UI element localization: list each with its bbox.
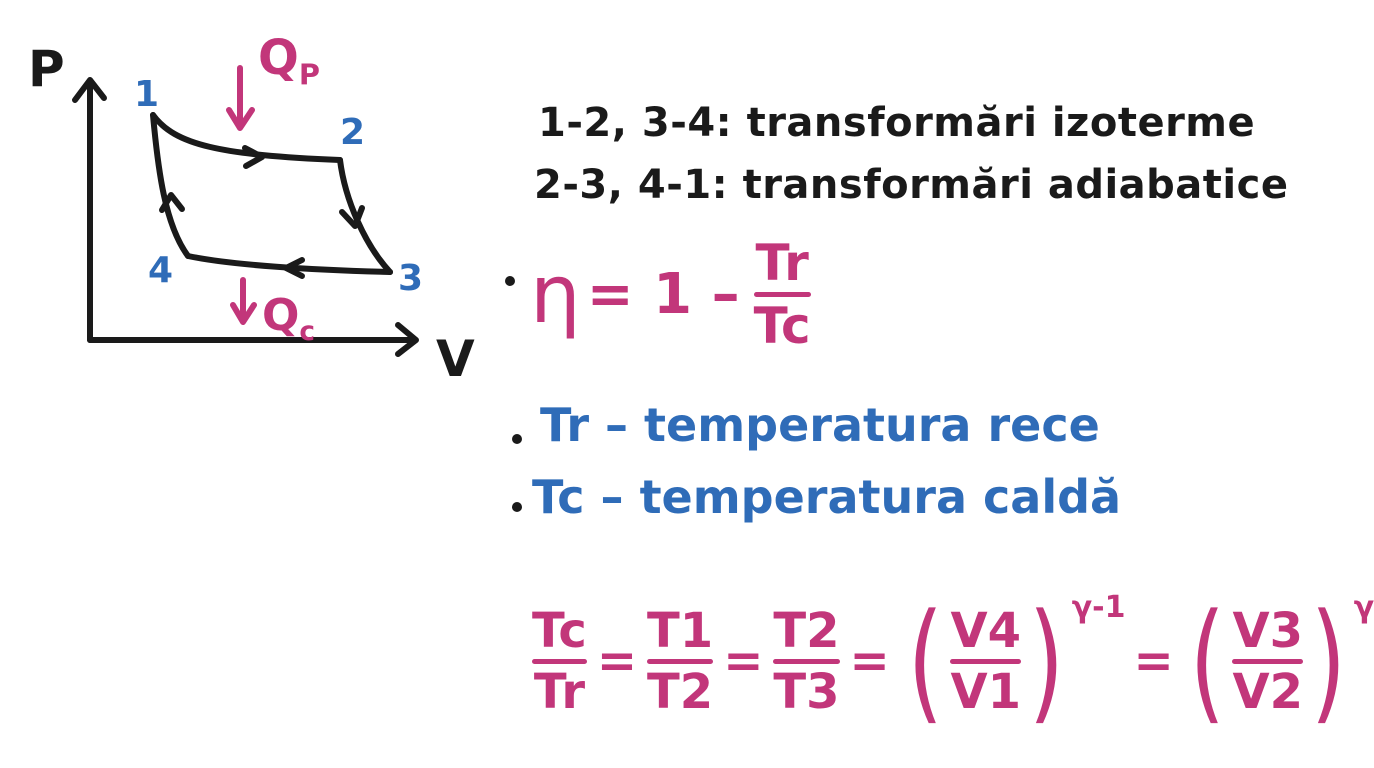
y-axis-arrow: [72, 77, 107, 103]
point-label-1: 1: [134, 74, 160, 115]
frac4-denominator: V1: [950, 663, 1022, 720]
equals-4: =: [1133, 633, 1174, 689]
frac3-denominator: T3: [773, 663, 840, 720]
ratio-equation: Tc Tr = T1 T2 = T2 T3 = ( V4 V1 ) γ-1 = …: [532, 585, 1374, 737]
efficiency-denominator: Tc: [753, 297, 811, 355]
point-label-4: 4: [148, 250, 174, 291]
y-axis-label: P: [28, 40, 65, 98]
carnot-cycle-diagram: [72, 65, 419, 357]
efficiency-numerator: Tr: [755, 234, 809, 292]
exponent-2: γ-1: [1353, 590, 1374, 625]
frac5-denominator: V2: [1232, 663, 1303, 720]
frac3-numerator: T2: [773, 602, 840, 659]
heat-out-label: Qc: [262, 290, 315, 347]
equals-3: =: [849, 633, 890, 689]
eta-symbol: η: [530, 248, 581, 341]
point-label-2: 2: [340, 112, 366, 153]
fraction-t1-t2: T1 T2: [647, 602, 714, 720]
right-paren-2: ): [1310, 585, 1347, 737]
equals-2: =: [723, 633, 764, 689]
exponent-1: γ-1: [1071, 590, 1126, 625]
x-axis-arrow: [395, 322, 419, 357]
fraction-t2-t3: T2 T3: [773, 602, 840, 720]
heat-out-arrow: [230, 277, 257, 325]
frac2-denominator: T2: [647, 663, 714, 720]
fraction-v4-v1: V4 V1: [950, 602, 1022, 720]
arrow-1-2: [242, 145, 265, 169]
axes: [72, 77, 419, 357]
efficiency-fraction-bar: [753, 292, 811, 297]
arrow-4-1: [159, 192, 185, 213]
efficiency-fraction: Tr Tc: [753, 234, 811, 355]
adiabatic-note: 2-3, 4-1: transformări adiabatice: [534, 162, 1289, 208]
equals-1: =: [596, 633, 638, 689]
fraction-v3-v2: V3 V2: [1232, 607, 1303, 716]
isotherm-3-4: [185, 253, 393, 275]
frac2-bar: [647, 658, 714, 664]
bullet-def-2: [512, 502, 522, 512]
definition-hot: Tc – temperatura caldă: [532, 470, 1122, 524]
x-axis-label: V: [436, 330, 475, 388]
point-label-3: 3: [398, 258, 424, 299]
heat-out-symbol: Q: [262, 290, 300, 341]
cycle-path: [150, 112, 393, 279]
heat-in-symbol: Q: [258, 30, 299, 86]
heat-in-label: QP: [258, 30, 320, 92]
frac5-bar: [1232, 658, 1303, 664]
bullet-def-1: [512, 434, 522, 444]
frac2-numerator: T1: [647, 602, 714, 659]
frac4-bar: [950, 658, 1022, 664]
adiabat-4-1: [150, 112, 191, 259]
left-paren-1: (: [907, 585, 943, 737]
frac1-numerator: Tc: [532, 602, 587, 659]
isothermal-note: 1-2, 3-4: transformări izoterme: [538, 100, 1256, 146]
heat-out-subscript: c: [299, 315, 316, 347]
arrow-3-4: [283, 257, 305, 279]
arrow-2-3: [339, 205, 365, 229]
isotherm-1-2: [150, 112, 343, 163]
bullet-efficiency: [505, 276, 515, 286]
frac1-denominator: Tr: [533, 663, 585, 720]
frac5-numerator: V3: [1232, 602, 1303, 659]
heat-arrows: [226, 65, 257, 325]
efficiency-rhs: = 1 –: [586, 262, 740, 327]
efficiency-formula: η = 1 – Tr Tc: [530, 238, 811, 351]
fraction-tc-tr: Tc Tr: [532, 607, 587, 716]
left-paren-2: (: [1189, 585, 1225, 737]
definition-cold: Tr – temperatura rece: [540, 398, 1100, 452]
frac3-bar: [773, 658, 840, 664]
right-paren-1: ): [1028, 585, 1065, 737]
heat-in-subscript: P: [298, 57, 320, 92]
heat-in-arrow: [226, 65, 255, 131]
frac4-numerator: V4: [950, 602, 1022, 659]
frac1-bar: [532, 658, 587, 664]
